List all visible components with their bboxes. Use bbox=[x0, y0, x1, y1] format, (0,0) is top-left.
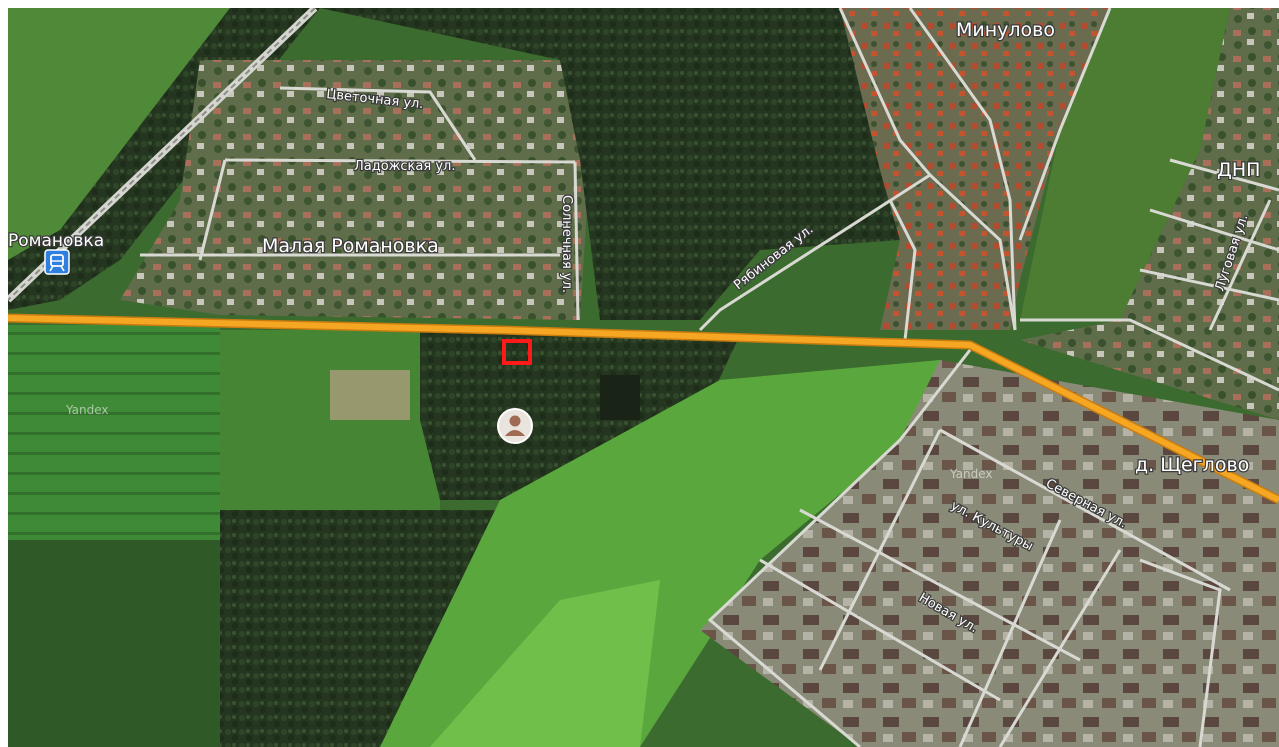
watermark-left: Yandex bbox=[65, 403, 109, 417]
label-minulovo: Минулово bbox=[956, 19, 1055, 41]
streets-shcheglovo bbox=[707, 349, 1231, 747]
dark-patch bbox=[600, 375, 640, 420]
streets-malaya-romanovka bbox=[140, 86, 580, 321]
field-bright bbox=[430, 580, 660, 747]
train-station-icon[interactable] bbox=[44, 249, 70, 275]
forest-plot bbox=[420, 330, 740, 500]
settlement-dnp bbox=[1020, 8, 1279, 420]
label-ladozhskaya: Ладожская ул. bbox=[354, 159, 455, 174]
label-dnp: ДНП bbox=[1217, 159, 1260, 181]
streets-dnp bbox=[1020, 158, 1279, 392]
development-shcheglovo bbox=[700, 360, 1279, 747]
plot-marker-icon[interactable] bbox=[502, 339, 532, 365]
forest-south-left bbox=[8, 540, 220, 747]
main-road bbox=[7, 315, 1279, 503]
watermark-right: Yandex bbox=[949, 467, 993, 481]
forest-north bbox=[320, 8, 900, 320]
clearing bbox=[330, 370, 410, 420]
village-minulovo bbox=[840, 8, 1110, 330]
label-shcheglovo: д. Щеглово bbox=[1135, 454, 1249, 476]
field-top-right bbox=[1020, 8, 1230, 320]
label-malaya-romanovka: Малая Романовка bbox=[262, 235, 439, 257]
label-romanovka: Романовка bbox=[8, 231, 104, 251]
streets-minulovo bbox=[698, 7, 1112, 341]
field-top-left bbox=[8, 8, 230, 260]
user-location-icon[interactable] bbox=[497, 408, 533, 444]
label-solnechnaya: Солнечная ул. bbox=[559, 195, 574, 293]
